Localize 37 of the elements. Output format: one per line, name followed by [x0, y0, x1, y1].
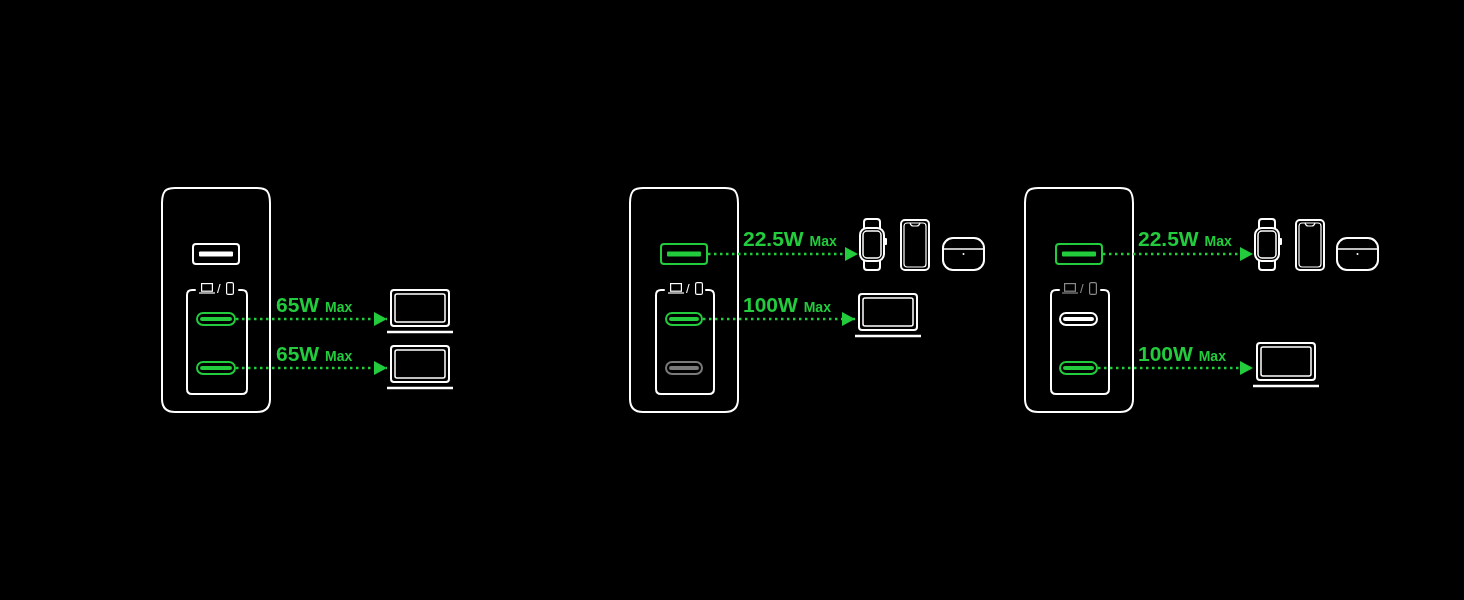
arrow: [708, 247, 858, 261]
charger-body: [1024, 187, 1134, 413]
arrow: [236, 361, 387, 375]
earbuds-case-icon: [1336, 237, 1379, 271]
arrow: [236, 312, 387, 326]
usb-a-port: [660, 243, 708, 265]
usb-c-port: [1059, 312, 1098, 326]
smartwatch-icon: [858, 218, 888, 271]
edge-label: 65W Max: [276, 294, 353, 315]
charger-body: [161, 187, 271, 413]
charger-body: [629, 187, 739, 413]
edge-label: 22.5W Max: [1138, 228, 1232, 249]
smartphone-icon: [1295, 219, 1325, 271]
slash-text: /: [686, 282, 690, 295]
edge-label: 100W Max: [743, 294, 831, 315]
smartphone-icon: [900, 219, 930, 271]
smartwatch-icon: [1253, 218, 1283, 271]
earbuds-case-icon: [942, 237, 985, 271]
usb-c-port: [665, 312, 703, 326]
slash-text: /: [217, 282, 221, 295]
edge-label: 22.5W Max: [743, 228, 837, 249]
laptop-icon: [387, 289, 453, 334]
edge-label: 100W Max: [1138, 343, 1226, 364]
laptop-icon: [1253, 342, 1319, 388]
usb-c-port: [665, 361, 703, 375]
usb-a-port: [192, 243, 240, 265]
laptop-icon: [855, 293, 921, 338]
usb-c-port: [1059, 361, 1098, 375]
arrow: [1103, 247, 1253, 261]
slash-text: /: [1080, 282, 1084, 295]
arrow: [703, 312, 855, 326]
usb-a-port: [1055, 243, 1103, 265]
laptop-icon: [387, 345, 453, 390]
arrow: [1098, 361, 1253, 375]
usb-c-port: [196, 361, 236, 375]
edge-label: 65W Max: [276, 343, 353, 364]
usb-c-port: [196, 312, 236, 326]
